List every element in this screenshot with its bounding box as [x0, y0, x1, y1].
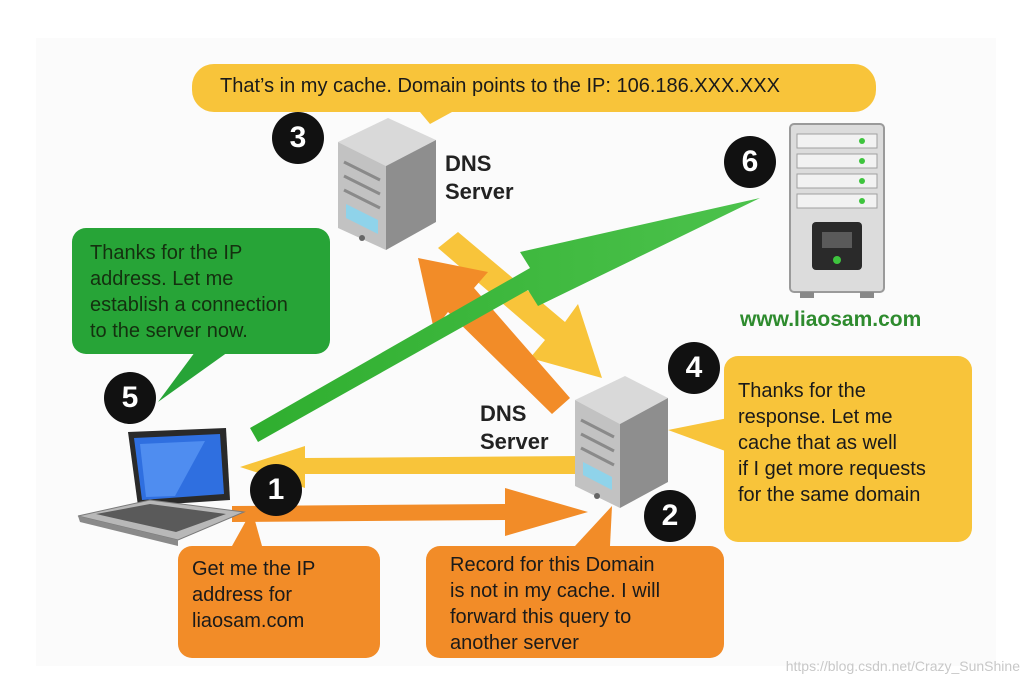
step-badge-3: 3 [272, 112, 324, 164]
step-badge-6: 6 [724, 136, 776, 188]
step-badge-2: 2 [644, 490, 696, 542]
step-badge-4: 4 [668, 342, 720, 394]
bubble-cache-response: Thanks for the response. Let me cache th… [724, 356, 972, 542]
dns-server-mid-label: DNS Server [480, 401, 549, 454]
bubble-ip-request: Get me the IP address for liaosam.com [178, 546, 380, 658]
arrow-dns-response [438, 232, 602, 378]
arrow-forward-query [418, 258, 570, 414]
bubble-not-cached: Record for this Domain is not in my cach… [426, 546, 724, 658]
bubble-ip-request-text: Get me the IP address for liaosam.com [192, 558, 316, 632]
dns-server-top-label: DNS Server [445, 151, 514, 204]
bubble-not-cached-text: Record for this Domain is not in my cach… [450, 554, 661, 654]
arrow-connect-server [250, 198, 760, 442]
arrow-ip-response [240, 446, 580, 488]
arrow-ip-query [232, 488, 588, 536]
bubble-cache-response-text: Thanks for the response. Let me cache th… [738, 380, 926, 506]
website-label: www.liaosam.com [740, 308, 922, 331]
bubble-cache-hit-text: That’s in my cache. Domain points to the… [220, 75, 780, 97]
watermark: https://blog.csdn.net/Crazy_SunShine [785, 658, 1020, 674]
bubble-thanks-ip-text: Thanks for the IP address. Let me establ… [90, 242, 288, 342]
step-badge-1: 1 [250, 464, 302, 516]
step-badge-5: 5 [104, 372, 156, 424]
bubble-thanks-ip: Thanks for the IP address. Let me establ… [72, 228, 330, 354]
bubble-cache-hit: That’s in my cache. Domain points to the… [192, 64, 876, 112]
